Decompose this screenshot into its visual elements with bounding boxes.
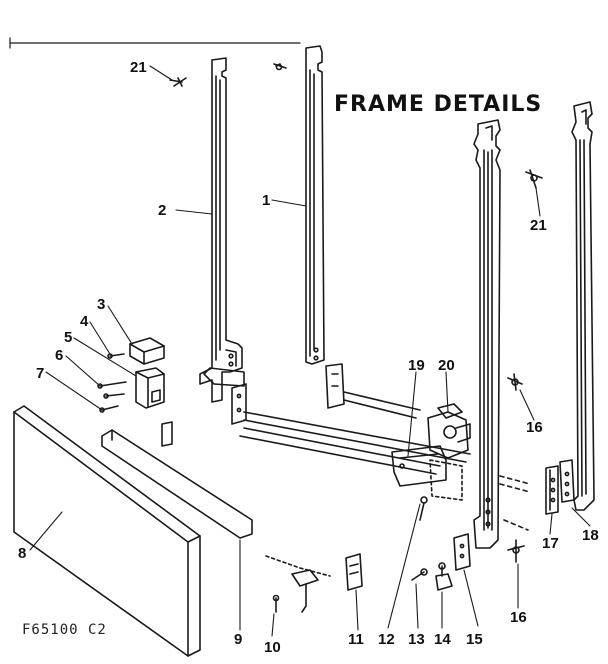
callout-8: 8 [18,545,27,562]
part-1-upright [305,45,325,365]
callout-21-right: 21 [530,217,547,234]
part-6-screws [97,381,127,399]
callout-2: 2 [158,202,167,219]
part-4-screw [107,353,125,359]
part-16-screw-upper [507,373,523,391]
part-19-bracket [391,445,447,487]
part-13-bolt [411,568,428,581]
part-21-screw-top [169,63,287,87]
part-8-front-panel [13,405,201,657]
border-line [9,37,301,49]
part-7-screw [99,405,119,413]
part-11-bracket [345,553,363,591]
callout-18: 18 [582,527,599,544]
part-5-switch-block [135,367,165,409]
right-upright-main [473,119,501,549]
part-2-upright [199,57,243,403]
part-17-bracket [545,465,559,515]
callout-1: 1 [262,192,271,209]
callout-15: 15 [466,631,483,648]
callout-17: 17 [542,535,559,552]
part-bracket-small [161,421,173,447]
callout-13: 13 [408,631,425,648]
part-21-screw-right [525,169,543,189]
part-3-switch [129,337,165,365]
callout-16-lower: 16 [510,609,527,626]
callout-10: 10 [264,639,281,656]
callout-14: 14 [434,631,451,648]
callout-16-upper: 16 [526,419,543,436]
part-12-screw [419,496,428,521]
callout-6: 6 [55,347,64,364]
callout-11: 11 [348,631,364,648]
part-18-upright [559,101,595,511]
callout-12: 12 [378,631,395,648]
part-9-rail [101,429,253,539]
part-15-bracket [453,533,471,571]
part-14-knob [435,562,453,591]
frame-rails [203,363,531,531]
callout-19: 19 [408,357,425,374]
callout-7: 7 [36,365,45,382]
callout-4: 4 [80,313,89,330]
callout-3: 3 [97,296,106,313]
drawing-code: F65100 C2 [22,622,107,638]
callout-5: 5 [64,329,73,346]
callout-21-top: 21 [130,59,147,76]
part-16-screw-lower [507,539,525,563]
callout-20: 20 [438,357,455,374]
leader-lines [29,65,591,637]
callout-9: 9 [234,631,243,648]
diagram-title: FRAME DETAILS [334,92,543,117]
part-10-hardware [265,555,331,613]
